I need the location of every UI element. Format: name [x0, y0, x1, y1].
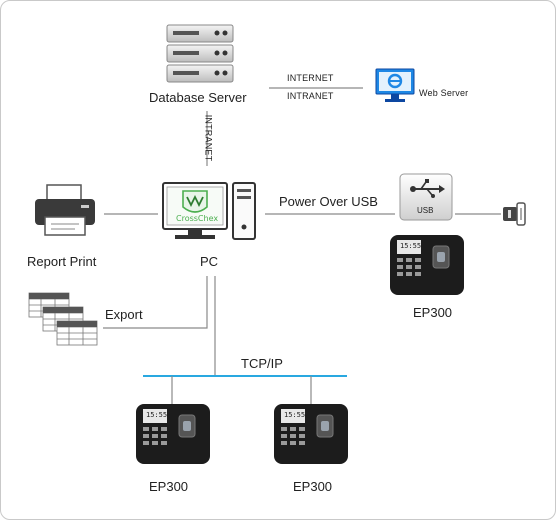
ep300-usb-label: EP300 — [413, 305, 453, 320]
web-server-label: Web Server — [419, 88, 469, 98]
server-rack-icon — [166, 24, 234, 83]
crosschex-label: CrossChex — [176, 214, 219, 223]
ep300-left-label: EP300 — [149, 479, 189, 494]
intranet-vertical-label: INTRANET — [203, 114, 214, 162]
fingerprint-terminal-icon — [136, 404, 210, 464]
device-screen-time: 15:55 — [146, 411, 168, 419]
web-server-monitor-icon — [375, 68, 415, 102]
tcp-ip-label: TCP/IP — [241, 356, 283, 371]
intranet-horizontal-label: INTRANET — [287, 91, 334, 101]
internet-label: INTERNET — [287, 73, 334, 83]
export-label: Export — [105, 307, 143, 322]
power-over-usb-label: Power Over USB — [279, 194, 378, 209]
device-screen-time: 15:55 — [400, 242, 422, 250]
report-print-label: Report Print — [27, 254, 97, 269]
ep300-usb-terminal: 15:55 — [389, 234, 465, 296]
spreadsheet-icon — [28, 292, 98, 346]
power-plug-icon — [503, 202, 526, 226]
usb-icon — [399, 173, 453, 221]
device-screen-time: 15:55 — [284, 411, 306, 419]
pc-label: PC — [200, 254, 219, 269]
database-server-label: Database Server — [149, 90, 247, 105]
usb-label: USB — [417, 206, 434, 215]
fingerprint-terminal-icon — [274, 404, 348, 464]
ep300-right-terminal: 15:55 — [273, 403, 349, 465]
fingerprint-terminal-icon — [390, 235, 464, 295]
export-link-line — [103, 276, 208, 329]
ep300-left-terminal: 15:55 — [135, 403, 211, 465]
printer-icon — [35, 184, 95, 236]
ep300-right-label: EP300 — [293, 479, 333, 494]
pc-icon — [162, 182, 256, 240]
